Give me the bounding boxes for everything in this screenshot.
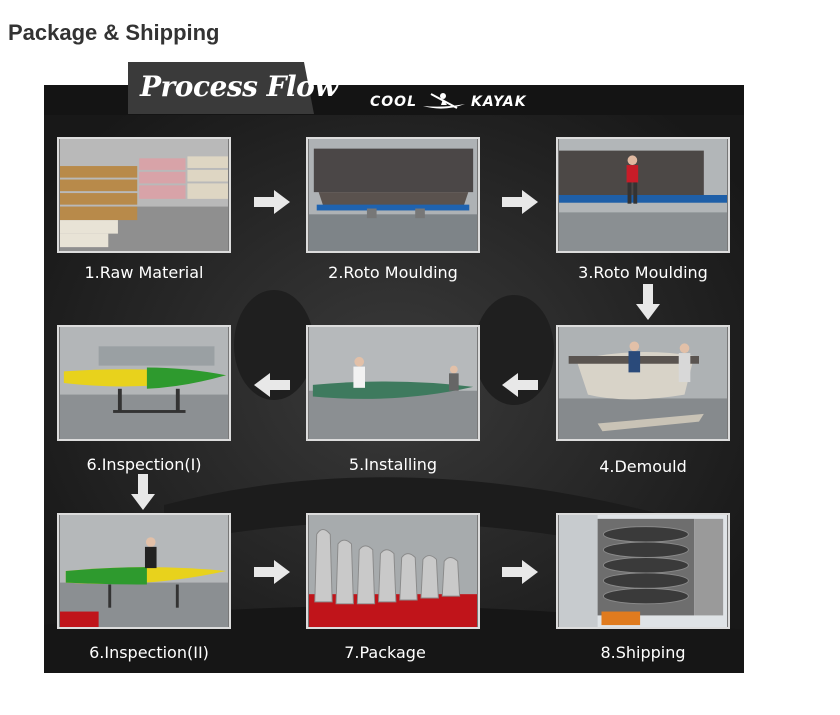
raw-material-photo [57, 137, 231, 253]
arrow-right-icon [254, 190, 290, 214]
logo-text-right: KAYAK [471, 94, 527, 110]
shipping-container-photo [556, 513, 730, 629]
step-label: 2.Roto Moulding [288, 263, 498, 282]
banner-title: Process Flow [140, 70, 338, 103]
step-label: 4.Demould [538, 457, 748, 476]
step-label: 5.Installing [288, 455, 498, 474]
arrow-down-icon [131, 474, 155, 510]
logo-text-left: COOL [370, 94, 417, 110]
roto-moulding-worker-photo [556, 137, 730, 253]
step-label: 3.Roto Moulding [538, 263, 748, 282]
package-photo [306, 513, 480, 629]
arrow-left-icon [502, 373, 538, 397]
arrow-right-icon [502, 560, 538, 584]
step-label: 1.Raw Material [39, 263, 249, 282]
demould-photo [556, 325, 730, 441]
step-label: 6.Inspection(I) [39, 455, 249, 474]
kayaker-icon [421, 92, 467, 112]
step-label: 6.Inspection(II) [44, 643, 254, 662]
arrow-left-icon [254, 373, 290, 397]
page-heading: Package & Shipping [8, 20, 220, 46]
arrow-right-icon [254, 560, 290, 584]
arrow-down-icon [636, 284, 660, 320]
inspection-photo [57, 513, 231, 629]
arrow-right-icon [502, 190, 538, 214]
installing-photo [306, 325, 480, 441]
brand-logo: COOL KAYAK [370, 92, 527, 112]
roto-moulding-photo [306, 137, 480, 253]
inspection-photo [57, 325, 231, 441]
step-label: 8.Shipping [538, 643, 748, 662]
step-label: 7.Package [280, 643, 490, 662]
